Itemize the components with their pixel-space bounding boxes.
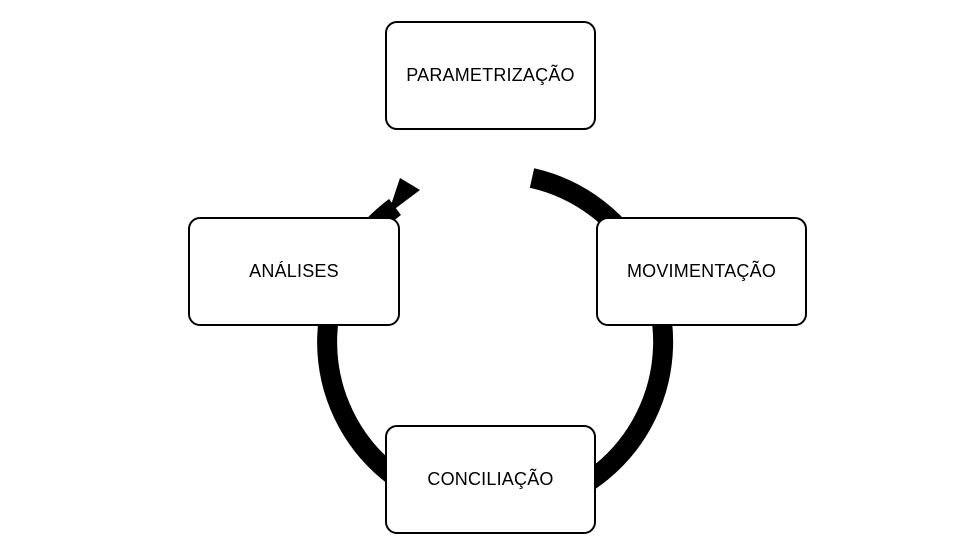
cycle-arrowhead: [388, 178, 420, 214]
node-movimentacao: MOVIMENTAÇÃO: [596, 217, 807, 326]
node-label: ANÁLISES: [249, 261, 339, 281]
node-label: PARAMETRIZAÇÃO: [406, 65, 575, 85]
node-conciliacao: CONCILIAÇÃO: [385, 425, 596, 534]
node-analises: ANÁLISES: [188, 217, 400, 326]
node-parametrizacao: PARAMETRIZAÇÃO: [385, 21, 596, 130]
node-label: MOVIMENTAÇÃO: [626, 261, 777, 281]
node-label: CONCILIAÇÃO: [427, 469, 554, 489]
